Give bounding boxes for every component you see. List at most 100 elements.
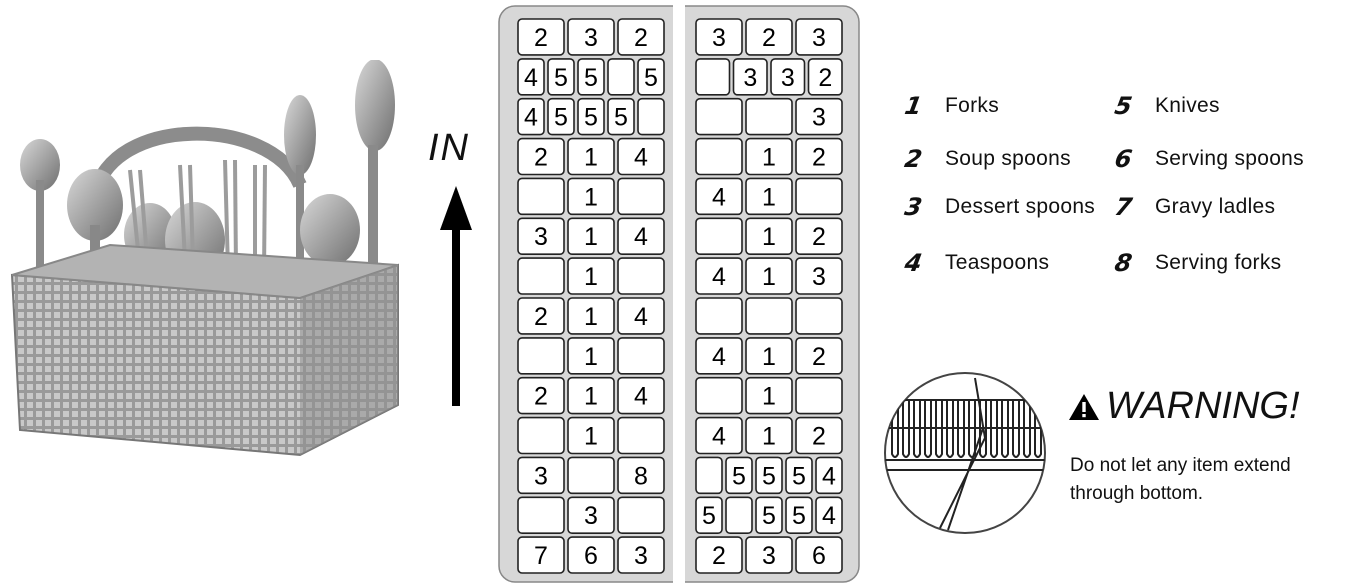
right-rack-cell-number: 1 [762,183,776,211]
left-rack-cell-number: 6 [584,542,598,570]
right-rack-cell [695,297,743,335]
left-rack-cell-number: 1 [584,383,598,411]
left-rack-cell [567,177,615,216]
right-rack-cell [725,496,753,534]
left-rack-cell-number: 4 [634,383,648,411]
left-rack-cell [577,58,605,96]
right-rack-cell-number: 5 [732,462,746,490]
insertion-direction: IN [428,128,486,421]
left-rack-cell [517,217,565,256]
right-rack-cell [725,456,753,495]
left-rack-cell-number: 2 [534,144,548,172]
left-rack-cell-number: 3 [584,502,598,530]
left-rack-cell-number: 1 [584,144,598,172]
rack-tine [1023,400,1031,458]
left-rack-cell-number: 5 [554,64,568,92]
right-rack-cell-number: 3 [743,64,757,92]
right-rack-cell-number: 3 [812,104,826,132]
left-rack-cell-number: 3 [584,24,598,52]
left-rack-cell-number: 1 [584,303,598,331]
left-rack-cell-number: 5 [614,104,628,132]
right-rack-cell-number: 4 [822,462,836,490]
right-rack-cell [745,217,793,256]
legend-number: 5 [1112,92,1135,120]
left-rack-cell-number: 1 [584,263,598,291]
right-rack-cell [795,257,843,295]
legend-item-serving-forks: 8 Serving forks [1112,249,1282,277]
right-rack-cell [795,536,843,574]
left-rack-cell [517,376,565,415]
left-rack-cell [517,58,545,96]
legend-number: 8 [1112,249,1135,277]
right-rack-cell [815,496,843,534]
left-rack-cell [517,496,565,534]
left-rack-cell-number: 5 [584,64,598,92]
right-rack-cell [795,416,843,455]
left-rack-cell [617,257,665,295]
right-rack-cell-number: 4 [712,343,726,371]
rack-tine [902,400,910,458]
right-rack-cell-number: 2 [762,24,776,52]
right-rack-cell-number: 1 [762,423,776,451]
rack-tine [957,400,965,458]
legend-label: Serving spoons [1155,147,1304,170]
legend-label: Soup spoons [945,147,1071,170]
right-rack-cell-number: 5 [792,502,806,530]
basket-handle [88,126,307,197]
left-rack-cell-number: 8 [634,462,648,490]
left-rack-cell-number: 4 [524,104,538,132]
left-rack-cell [567,536,615,574]
left-rack-cell [517,257,565,295]
rack-tine [935,400,943,458]
warning-heading: WARNING! [1068,385,1300,428]
left-rack-cell [567,137,615,176]
right-rack-cell [695,337,743,375]
left-rack-cell [607,97,635,136]
right-rack-cell [770,58,806,96]
right-rack-cell-number: 2 [812,223,826,251]
warning-title: WARNING! [1106,385,1300,427]
left-rack-cell [567,456,615,495]
right-rack-cell [795,337,843,375]
right-rack-cell [695,137,743,176]
legend-label: Gravy ladles [1155,195,1276,218]
left-rack-cell [567,376,615,415]
cutlery-basket-illustration [10,60,399,457]
right-rack-cell [785,496,813,534]
left-rack-cell-number: 5 [584,104,598,132]
left-rack-cell-number: 2 [634,24,648,52]
right-rack-cell [745,18,793,56]
rack-tine [979,400,987,458]
legend-item-knives: 5 Knives [1112,92,1220,120]
legend-label: Forks [945,94,999,117]
right-rack-cell [695,18,743,56]
left-rack-cell-number: 3 [634,542,648,570]
right-rack-cell [695,376,743,415]
right-rack-cell [795,177,843,216]
right-rack-cell-number: 3 [712,24,726,52]
left-rack-cell [617,18,665,56]
left-rack-cell [517,97,545,136]
right-rack-cell-number: 1 [762,223,776,251]
rack-tine [1034,400,1042,458]
left-rack-cell [577,97,605,136]
right-rack-cell-number: 2 [812,343,826,371]
left-rack-cell [547,58,575,96]
right-rack-cell-number: 3 [781,64,795,92]
rack-tine [1012,400,1020,458]
left-rack-cell-number: 3 [534,223,548,251]
left-rack-cell-number: 1 [584,183,598,211]
left-rack-cell [617,217,665,256]
right-rack-cell-number: 4 [712,183,726,211]
right-rack-cell-number: 1 [762,144,776,172]
warning-text: Do not let any item extend through botto… [1070,455,1291,504]
legend-number: 4 [902,249,925,277]
left-rack-cell-number: 1 [584,343,598,371]
left-rack-cell [567,18,615,56]
right-rack-cell [745,376,793,415]
legend-number: 3 [902,193,925,221]
warning-inset-illustration [884,372,1046,534]
rack-tine [924,400,932,458]
right-rack-cell [745,137,793,176]
left-rack-cell [517,337,565,375]
